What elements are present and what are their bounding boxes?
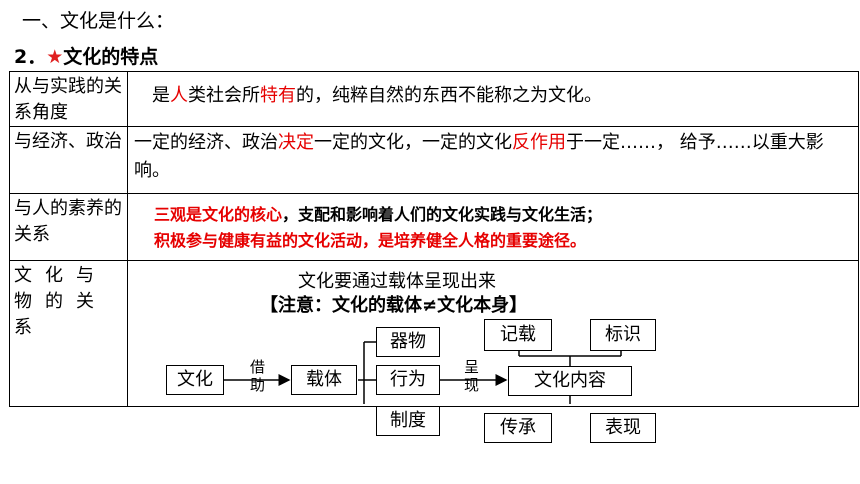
table-row: 文化与物的关系 文化要通过载体呈现出来 【注意：文化的载体≠文化本身】 bbox=[9, 260, 859, 443]
row-label: 从与实践的关系角度 bbox=[9, 71, 128, 127]
carrier-diagram: 文化要通过载体呈现出来 【注意：文化的载体≠文化本身】 bbox=[128, 261, 858, 443]
jiezhu-label-2: 助 bbox=[250, 376, 266, 394]
text-segment: 的，纯粹自然的东西不能称之为文化。 bbox=[296, 85, 602, 106]
text-segment: 于一定……， 给予……以重大影响。 bbox=[134, 132, 824, 181]
record-box: 记载 bbox=[484, 319, 552, 351]
text-segment: 是 bbox=[152, 85, 170, 106]
row-content: 文化要通过载体呈现出来 【注意：文化的载体≠文化本身】 bbox=[127, 260, 859, 443]
economy-politics-text: 一定的经济、政治决定一定的文化，一定的文化反作用于一定……， 给予……以重大影响… bbox=[134, 132, 824, 181]
carrier-box: 载体 bbox=[291, 365, 357, 395]
row-label: 与经济、政治 bbox=[9, 126, 128, 194]
diagram-title: 文化要通过载体呈现出来 bbox=[298, 271, 496, 292]
text-segment: 类社会所 bbox=[188, 85, 260, 106]
table-row: 从与实践的关系角度 是人类社会所特有的，纯粹自然的东西不能称之为文化。 bbox=[9, 71, 859, 127]
row-content: 一定的经济、政治决定一定的文化，一定的文化反作用于一定……， 给予……以重大影响… bbox=[127, 126, 859, 194]
row-content: 三观是文化的核心，支配和影响着人们的文化实践与文化生活； 积极参与健康有益的文化… bbox=[127, 193, 859, 261]
chengxian-label-2: 现 bbox=[464, 376, 480, 394]
highlight-text: 决定 bbox=[278, 132, 314, 153]
object-box: 器物 bbox=[376, 327, 440, 357]
row-label: 与人的素养的关系 bbox=[9, 193, 128, 261]
row-content: 是人类社会所特有的，纯粹自然的东西不能称之为文化。 bbox=[127, 71, 859, 127]
star-icon: ★ bbox=[46, 46, 64, 68]
diagram-note: 【注意：文化的载体≠文化本身】 bbox=[260, 295, 528, 316]
table-row: 与人的素养的关系 三观是文化的核心，支配和影响着人们的文化实践与文化生活； 积极… bbox=[9, 193, 859, 261]
diagram-connectors bbox=[224, 341, 622, 404]
mark-box: 标识 bbox=[590, 319, 656, 351]
practice-text: 是人类社会所特有的，纯粹自然的东西不能称之为文化。 bbox=[134, 74, 854, 110]
heading-number: 2． bbox=[14, 46, 47, 68]
chengxian-label-1: 呈 bbox=[464, 358, 480, 376]
literacy-line-1: 三观是文化的核心，支配和影响着人们的文化实践与文化生活； bbox=[154, 205, 603, 224]
jiezhu-label-1: 借 bbox=[250, 358, 266, 376]
highlight-text: 反作用 bbox=[512, 132, 566, 153]
highlight-text: 人 bbox=[170, 85, 188, 106]
section-heading: 一、文化是什么： bbox=[22, 10, 175, 32]
express-box: 表现 bbox=[590, 413, 656, 443]
inherit-box: 传承 bbox=[484, 413, 552, 443]
row-label: 文化与物的关系 bbox=[9, 260, 128, 407]
literacy-line-2: 积极参与健康有益的文化活动，是培养健全人格的重要途径。 bbox=[154, 231, 587, 250]
text-segment: 一定的经济、政治 bbox=[134, 132, 278, 153]
characteristics-table: 从与实践的关系角度 是人类社会所特有的，纯粹自然的东西不能称之为文化。 与经济、… bbox=[9, 71, 859, 443]
behavior-box: 行为 bbox=[376, 365, 440, 395]
text-segment: 一定的文化，一定的文化 bbox=[314, 132, 512, 153]
highlight-text: 特有 bbox=[260, 85, 296, 106]
system-box: 制度 bbox=[376, 406, 440, 436]
culture-box: 文化 bbox=[166, 365, 224, 395]
table-row: 与经济、政治 一定的经济、政治决定一定的文化，一定的文化反作用于一定……， 给予… bbox=[9, 126, 859, 194]
heading-text: 文化的特点 bbox=[63, 46, 159, 68]
subsection-heading: 2．★文化的特点 bbox=[14, 42, 158, 69]
culture-content-box: 文化内容 bbox=[508, 366, 632, 396]
